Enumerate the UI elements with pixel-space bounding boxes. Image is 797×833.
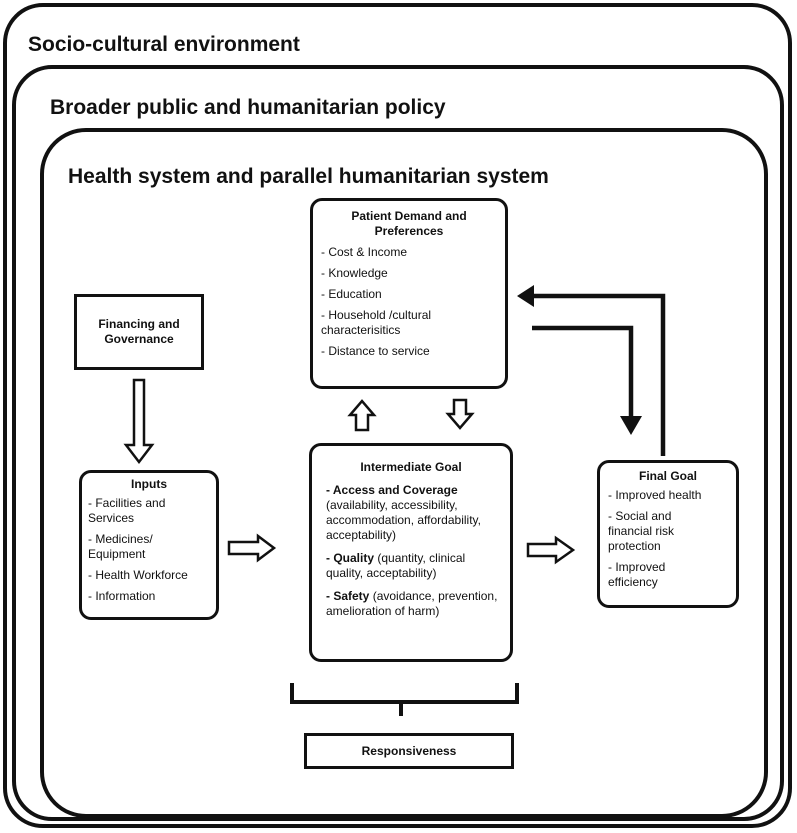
inputs-box: Inputs - Facilities and Services - Medic… <box>79 470 219 620</box>
inputs-item: - Information <box>88 589 156 603</box>
responsiveness-label: Responsiveness <box>361 744 457 758</box>
intermediate-goal-title: Intermediate Goal <box>360 460 462 474</box>
inputs-item: - Medicines/ <box>88 532 153 546</box>
patient-demand-title-line1: Patient Demand and <box>351 209 467 223</box>
quality-label: - Quality <box>326 551 375 565</box>
inputs-item: - Health Workforce <box>88 568 188 582</box>
financing-to-inputs-arrow <box>123 378 155 465</box>
public-policy-title: Broader public and humanitarian policy <box>50 96 446 119</box>
demand-item: - Knowledge <box>321 266 388 280</box>
demand-item: - Household /cultural <box>321 308 432 322</box>
access-coverage-text: (availability, accessibility, accommodat… <box>326 498 481 542</box>
final-item: - Improved <box>608 560 666 574</box>
final-goal-title: Final Goal <box>638 469 697 483</box>
final-item: - Social and <box>608 509 672 523</box>
demand-to-final-line <box>532 325 634 418</box>
responsiveness-box: Responsiveness <box>304 733 514 769</box>
financing-governance-box: Financing and Governance <box>74 294 204 370</box>
access-coverage: - Access and Coverage (availability, acc… <box>320 483 502 543</box>
financing-label-line1: Financing and <box>98 317 180 331</box>
demand-to-final-head <box>620 416 642 435</box>
access-coverage-label: - Access and Coverage <box>326 483 458 497</box>
safety-label: - Safety <box>326 589 370 603</box>
demand-item: characterisitics <box>321 323 401 337</box>
inputs-item: - Facilities and <box>88 496 166 510</box>
patient-demand-box: Patient Demand and Preferences - Cost & … <box>310 198 508 389</box>
final-item: efficiency <box>608 575 658 589</box>
demand-item: - Distance to service <box>321 344 430 358</box>
quality-text: (quantity, clinical quality, acceptabili… <box>326 551 466 580</box>
patient-demand-title-line2: Preferences <box>374 224 444 238</box>
inputs-to-intermediate-arrow <box>227 533 277 563</box>
responsiveness-bracket <box>290 683 519 716</box>
final-item: protection <box>608 539 661 553</box>
quality: - Quality (quantity, clinical quality, a… <box>320 551 502 581</box>
health-system-title: Health system and parallel humanitarian … <box>68 165 549 188</box>
intermediate-goal-box: Intermediate Goal - Access and Coverage … <box>309 443 513 662</box>
demand-to-intermediate-arrow <box>445 398 475 430</box>
inputs-item: Equipment <box>88 547 146 561</box>
demand-item: - Cost & Income <box>321 245 408 259</box>
final-item: financial risk <box>608 524 675 538</box>
intermediate-to-final-arrow <box>526 535 576 565</box>
final-goal-box: Final Goal - Improved health - Social an… <box>597 460 739 608</box>
demand-item: - Education <box>321 287 382 301</box>
socio-cultural-title: Socio-cultural environment <box>28 33 300 56</box>
financing-label-line2: Governance <box>104 332 174 346</box>
safety: - Safety (avoidance, prevention, amelior… <box>320 589 502 619</box>
final-to-demand-feedback-head <box>517 285 534 307</box>
safety-text: (avoidance, prevention, amelioration of … <box>326 589 498 618</box>
inputs-item: Services <box>88 511 135 525</box>
inputs-title: Inputs <box>131 477 167 491</box>
intermediate-to-demand-arrow <box>347 399 377 432</box>
final-to-demand-feedback-line <box>530 293 666 456</box>
final-item: - Improved health <box>608 488 702 502</box>
